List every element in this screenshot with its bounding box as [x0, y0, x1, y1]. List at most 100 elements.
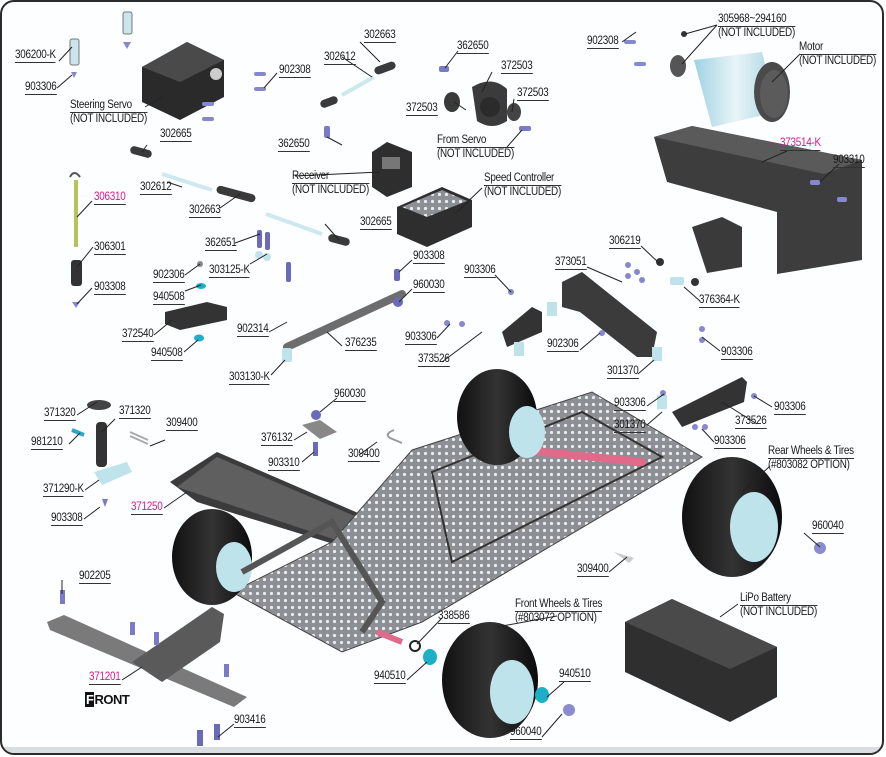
label-372503: 372503 — [406, 102, 438, 116]
label-steering-servo-name: Steering Servo — [70, 99, 147, 113]
label-303125-k: 303125-K — [209, 264, 250, 278]
label-speed-controller-note: (NOT INCLUDED) — [484, 186, 561, 198]
label-302665: 302665 — [160, 128, 192, 142]
label-309400: 309400 — [348, 448, 380, 462]
front-left-tire — [172, 509, 404, 645]
label-motor-note: (NOT INCLUDED) — [799, 55, 876, 67]
label-338586: 338586 — [438, 610, 470, 624]
label-903308: 903308 — [51, 512, 83, 526]
label-372503: 372503 — [517, 87, 549, 101]
servo-saver — [444, 81, 521, 126]
label-372503: 372503 — [501, 60, 533, 74]
label-rear-wheels-note: (#803082 OPTION) — [768, 459, 850, 471]
label-903306: 903306 — [714, 435, 746, 449]
label-960030: 960030 — [334, 388, 366, 402]
front-marker-f: F — [85, 692, 95, 707]
label-902308: 902308 — [279, 64, 311, 78]
label-371201: 371201 — [89, 671, 121, 685]
label-376364-k: 376364-K — [699, 294, 740, 308]
bottom-edge — [2, 747, 882, 753]
label-903306: 903306 — [405, 331, 437, 345]
label-376132: 376132 — [261, 432, 293, 446]
label-902308: 902308 — [587, 35, 619, 49]
label-371290-k: 371290-K — [43, 483, 84, 497]
label-373526: 373526 — [418, 353, 450, 367]
label-306219: 306219 — [609, 235, 641, 249]
label-from-servo-name: From Servo — [437, 134, 514, 148]
label-rear-wheels: Rear Wheels & Tires(#803082 OPTION) — [768, 445, 854, 472]
label-302612: 302612 — [140, 181, 172, 195]
label-373514-k: 373514-K — [780, 137, 821, 151]
label-940510: 940510 — [559, 668, 591, 682]
label-903306: 903306 — [774, 401, 806, 415]
label-306301: 306301 — [94, 241, 126, 255]
label-960040: 960040 — [510, 726, 542, 740]
label-receiver-name: Receiver — [292, 170, 369, 184]
label-from-servo: From Servo(NOT INCLUDED) — [437, 134, 514, 161]
label-960030: 960030 — [413, 279, 445, 293]
label-front-wheels-note: (#803072 OPTION) — [515, 612, 597, 624]
label-362650: 362650 — [457, 40, 489, 54]
label-301370: 301370 — [607, 365, 639, 379]
rear-wing — [654, 126, 862, 274]
label-receiver-note: (NOT INCLUDED) — [292, 184, 369, 196]
label-lipo-battery: LiPo Battery(NOT INCLUDED) — [740, 592, 817, 619]
label-303130-k: 303130-K — [229, 371, 270, 385]
label-motor-name: Motor — [799, 41, 876, 55]
front-marker-rest: RONT — [94, 692, 130, 707]
label-903306: 903306 — [614, 397, 646, 411]
label-903306: 903306 — [25, 81, 57, 95]
label-306200-k: 306200-K — [15, 49, 56, 63]
label-302612: 302612 — [324, 51, 356, 65]
label-pinion: 305968~294160(NOT INCLUDED) — [718, 13, 795, 40]
label-902306: 902306 — [153, 269, 185, 283]
label-362650: 362650 — [278, 138, 310, 152]
label-903306: 903306 — [721, 346, 753, 360]
label-902205: 902205 — [79, 570, 111, 584]
front-marker: FRONT — [85, 692, 130, 707]
label-902306: 902306 — [547, 338, 579, 352]
label-371320: 371320 — [119, 405, 151, 419]
steering-servo — [142, 42, 224, 120]
rear-left-tire — [457, 369, 545, 465]
label-362651: 362651 — [205, 237, 237, 251]
label-940510: 940510 — [374, 670, 406, 684]
label-903306: 903306 — [464, 264, 496, 278]
label-from-servo-note: (NOT INCLUDED) — [437, 148, 514, 160]
label-373051: 373051 — [555, 256, 587, 270]
label-front-wheels: Front Wheels & Tires(#803072 OPTION) — [515, 598, 602, 625]
label-940508: 940508 — [151, 347, 183, 361]
label-302665: 302665 — [360, 216, 392, 230]
wing-screws — [810, 180, 847, 202]
label-902314: 902314 — [237, 323, 269, 337]
label-371250: 371250 — [131, 501, 163, 515]
label-rear-wheels-name: Rear Wheels & Tires — [768, 445, 854, 459]
label-302663: 302663 — [189, 204, 221, 218]
label-301370: 301370 — [614, 419, 646, 433]
306200-k-block — [69, 38, 80, 78]
label-940508: 940508 — [153, 291, 185, 305]
ball-studs-362651 — [255, 230, 271, 261]
motor — [670, 31, 790, 127]
label-306310: 306310 — [94, 191, 126, 205]
turnbuckle-top — [320, 61, 396, 108]
label-309400: 309400 — [577, 563, 609, 577]
label-376235: 376235 — [345, 337, 377, 351]
label-speed-controller: Speed Controller(NOT INCLUDED) — [484, 172, 561, 199]
label-receiver: Receiver(NOT INCLUDED) — [292, 170, 369, 197]
label-302663: 302663 — [364, 29, 396, 43]
label-front-wheels-name: Front Wheels & Tires — [515, 598, 603, 612]
label-981210: 981210 — [31, 436, 63, 450]
label-372540: 372540 — [122, 328, 154, 342]
front-bumper — [47, 590, 247, 746]
label-lipo-battery-name: LiPo Battery — [740, 592, 817, 606]
label-speed-controller-name: Speed Controller — [484, 172, 561, 186]
front-right-tire — [409, 552, 634, 738]
label-903308: 903308 — [94, 281, 126, 295]
label-pinion-range: 305968~294160 — [718, 13, 795, 27]
label-371320: 371320 — [44, 407, 76, 421]
label-903308: 903308 — [413, 250, 445, 264]
steering-rod-376235 — [282, 262, 406, 362]
label-903310: 903310 — [268, 457, 300, 471]
